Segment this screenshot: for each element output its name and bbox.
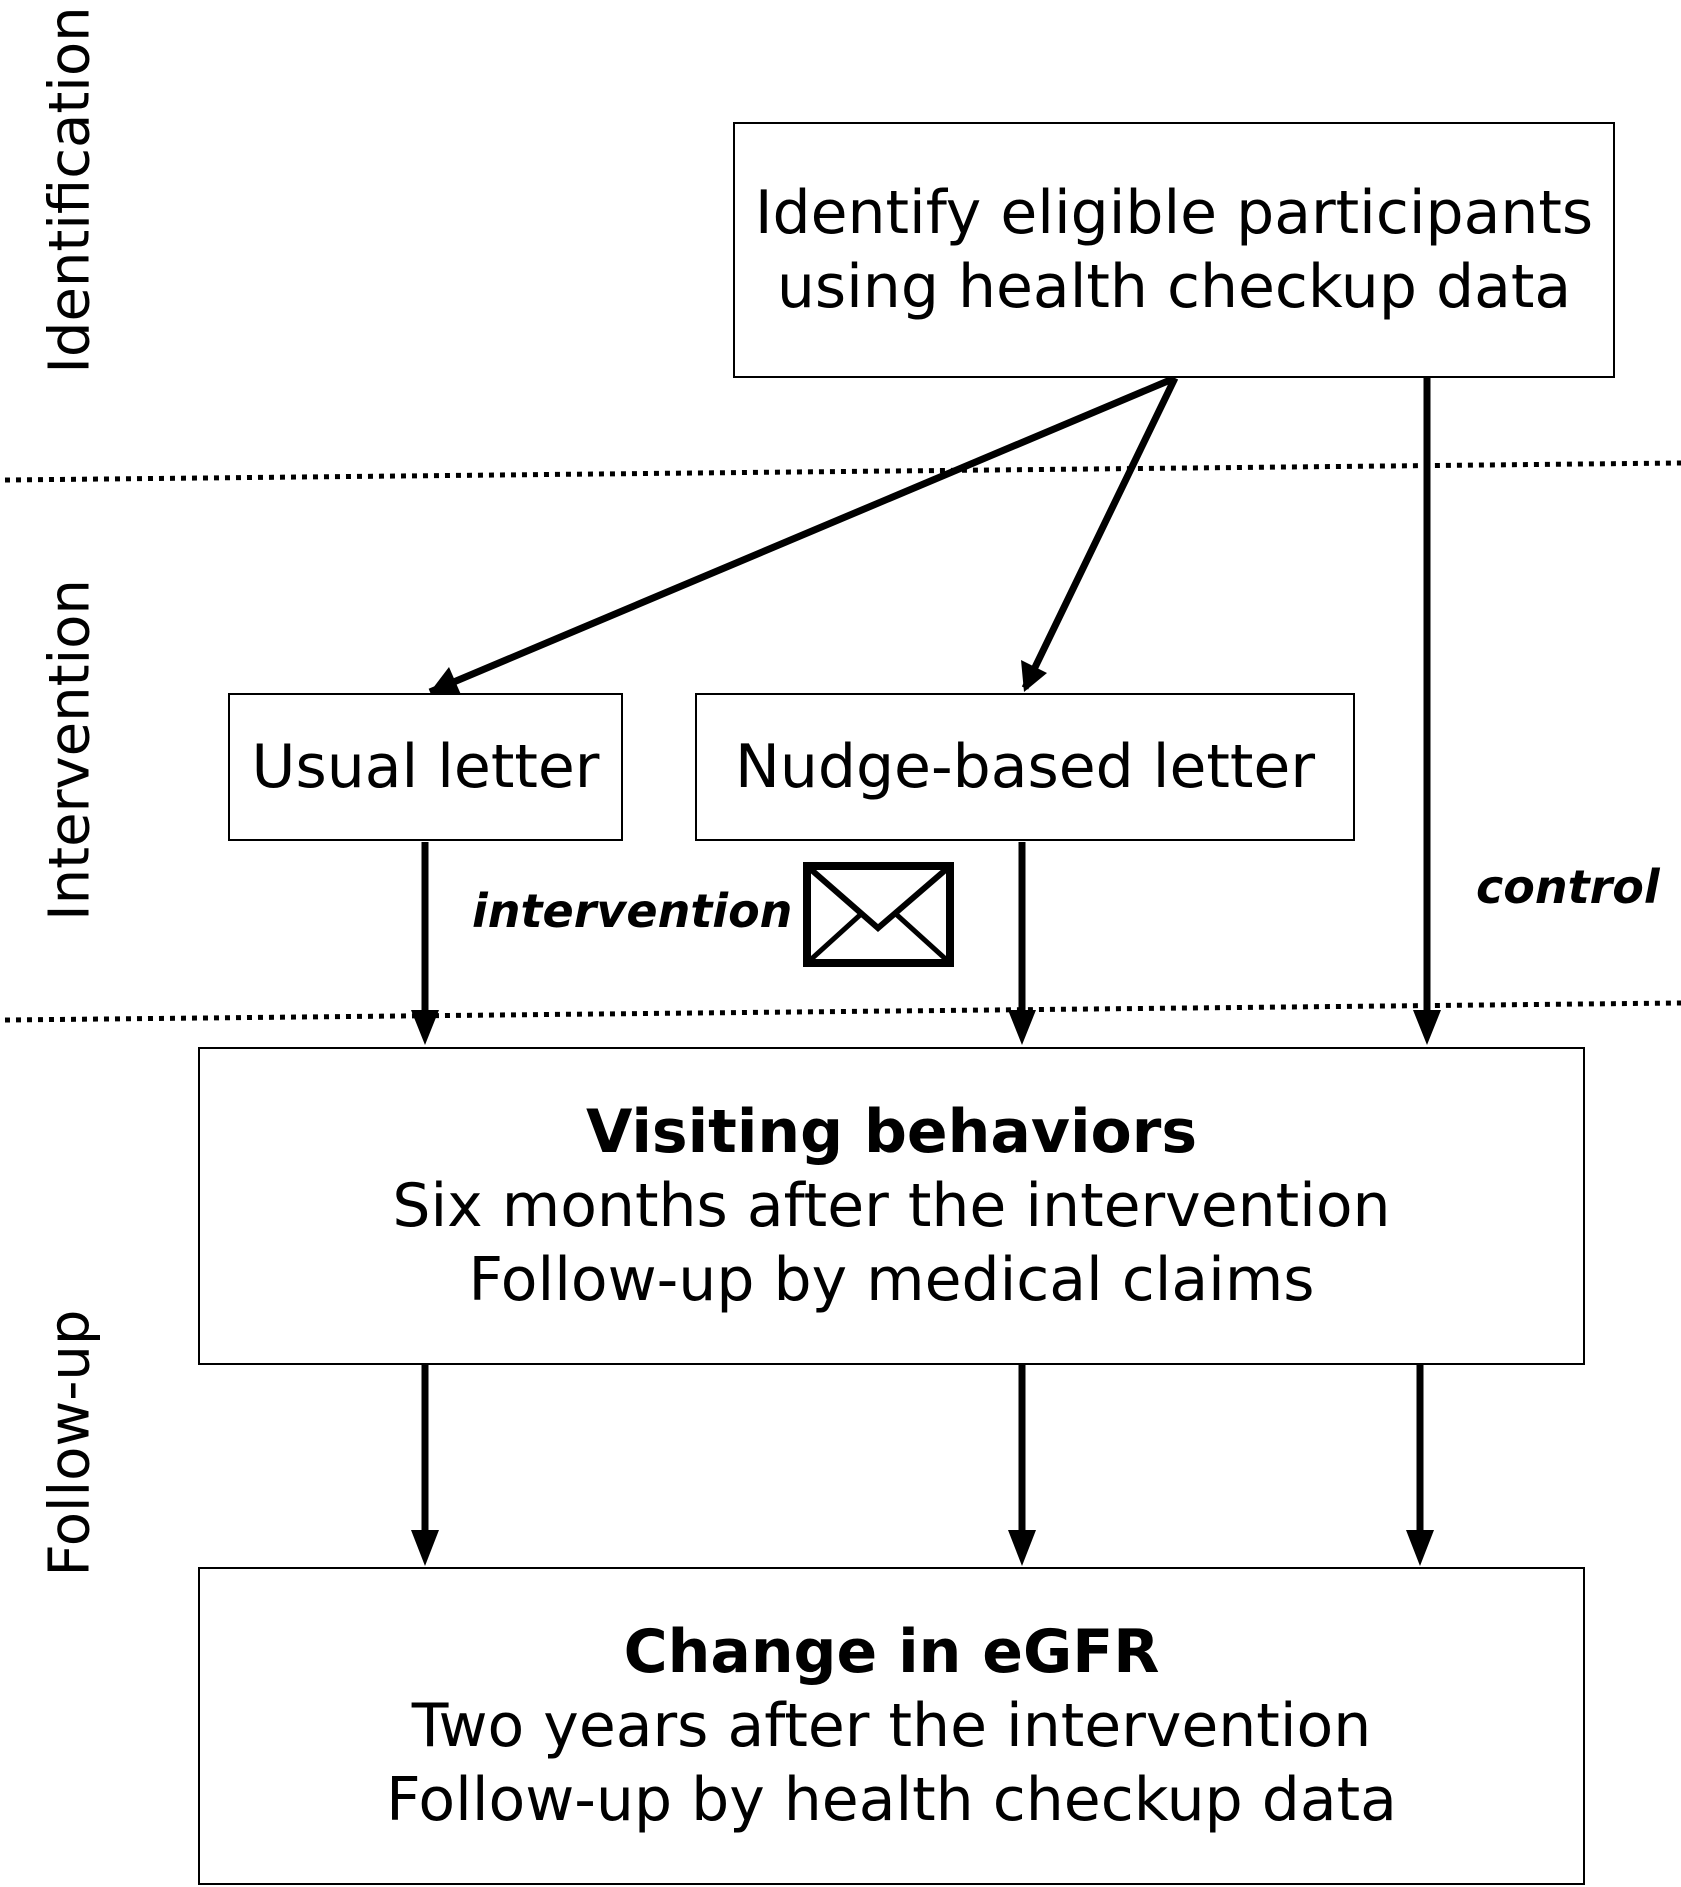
- stage-label-intervention: Intervention: [37, 579, 103, 921]
- arrowhead-visiting-to-egfr-left: [411, 1530, 439, 1566]
- arrow-to-nudge-letter: [1021, 376, 1179, 690]
- nudge-letter-label: Nudge-based letter: [734, 732, 1316, 802]
- usual-letter-box: Usual letter: [228, 693, 623, 841]
- visiting-behaviors-title: Visiting behaviors: [585, 1097, 1198, 1167]
- identify-line-2: using health checkup data: [776, 252, 1572, 322]
- identify-participants-box: Identify eligible participants using hea…: [733, 122, 1615, 378]
- nudge-letter-box: Nudge-based letter: [695, 693, 1355, 841]
- arrowhead-usual-to-visiting: [411, 1010, 439, 1045]
- arrowhead-visiting-to-egfr-middle: [1008, 1530, 1036, 1566]
- usual-letter-label: Usual letter: [251, 732, 600, 802]
- arrowhead-nudge-to-visiting: [1008, 1010, 1036, 1045]
- envelope-icon: [803, 862, 954, 967]
- arrowhead-visiting-to-egfr-right: [1406, 1530, 1434, 1566]
- visiting-behaviors-box: Visiting behaviors Six months after the …: [198, 1047, 1585, 1365]
- arrowhead-usual-letter: [430, 667, 462, 697]
- stage-divider-identification-intervention: [4, 460, 1681, 483]
- egfr-change-line-1: Two years after the intervention: [411, 1691, 1372, 1761]
- stage-label-identification: Identification: [37, 6, 103, 374]
- stage-divider-intervention-followup: [4, 1000, 1681, 1023]
- arrowhead-nudge-letter: [1021, 660, 1047, 692]
- stage-label-follow-up: Follow-up: [37, 1309, 103, 1577]
- egfr-change-title: Change in eGFR: [623, 1617, 1160, 1687]
- egfr-change-box: Change in eGFR Two years after the inter…: [198, 1567, 1585, 1885]
- identify-line-1: Identify eligible participants: [754, 178, 1594, 248]
- visiting-behaviors-line-1: Six months after the intervention: [392, 1171, 1391, 1241]
- arrowhead-control: [1413, 1010, 1441, 1045]
- intervention-edge-label: intervention: [472, 884, 793, 938]
- control-edge-label: control: [1476, 860, 1660, 914]
- arrow-to-usual-letter: [428, 374, 1177, 696]
- egfr-change-line-2: Follow-up by health checkup data: [386, 1765, 1397, 1835]
- visiting-behaviors-line-2: Follow-up by medical claims: [468, 1245, 1315, 1315]
